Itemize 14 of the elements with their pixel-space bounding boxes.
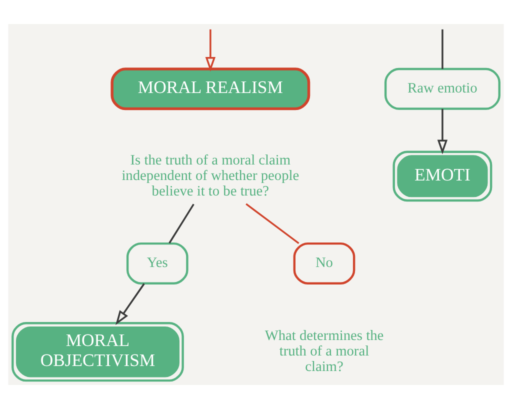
connector — [246, 202, 300, 244]
arrow — [205, 28, 216, 72]
node-box: Raw emotio — [384, 67, 500, 110]
connector — [442, 28, 444, 68]
node-box: Yes — [126, 242, 188, 284]
node-box: No — [293, 242, 356, 284]
arrow — [116, 282, 145, 325]
node-box: MORAL OBJECTIVISM — [12, 322, 184, 382]
node-box: EMOTI — [392, 150, 492, 202]
node-label: What determines the truth of a moral claim? — [264, 328, 384, 375]
arrow — [437, 108, 448, 154]
connector — [168, 203, 194, 244]
node-text: Is the truth of a moral claim independent of whether people believe it to be true? — [122, 152, 300, 199]
node-box: MORAL REALISM — [110, 67, 310, 110]
